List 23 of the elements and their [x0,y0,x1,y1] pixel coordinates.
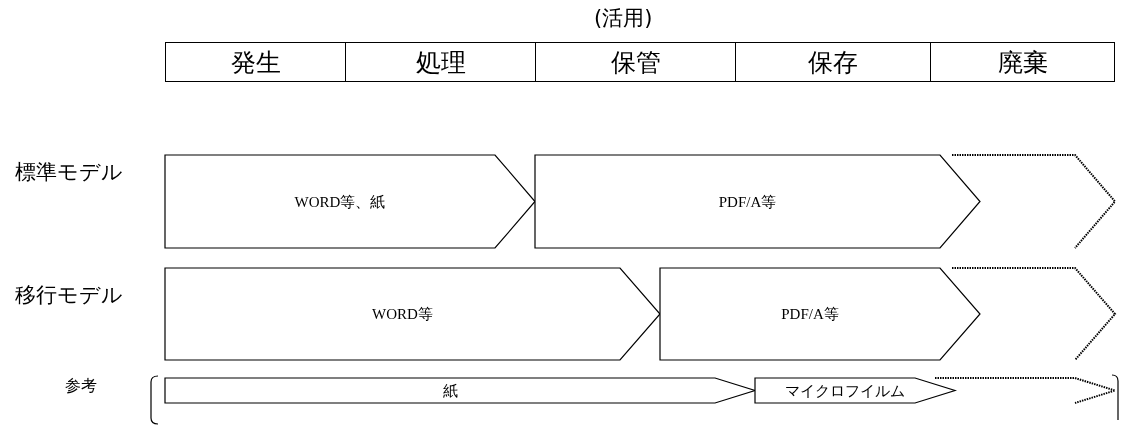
phase-band [165,268,660,360]
row-label: 参考 [65,376,97,397]
phase-label: マイクロフイルム [785,381,905,400]
annotation-label: (活用) [594,5,653,32]
dotted-phase-band [952,268,1115,360]
table-header-cell: 発生 [165,42,346,82]
phase-band [165,155,535,248]
dotted-phase-band [952,155,1115,248]
table-header-cell: 処理 [345,42,536,82]
phase-label: 紙 [442,381,458,400]
phase-band [755,378,955,403]
phase-label: WORD等 [372,304,433,324]
dotted-phase-band [935,378,1115,403]
phase-label: PDF/A等 [718,192,777,211]
phase-label: WORD等、紙 [294,192,386,211]
table-header-cell: 廃棄 [930,42,1115,82]
row-label: 標準モデル [15,159,123,186]
phase-label: PDF/A等 [781,304,839,324]
table-header-cell: 保管 [535,42,736,82]
row-label: 移行モデル [15,282,123,309]
phase-band [535,155,980,248]
phase-band [660,268,980,360]
table-header-cell: 保存 [735,42,931,82]
